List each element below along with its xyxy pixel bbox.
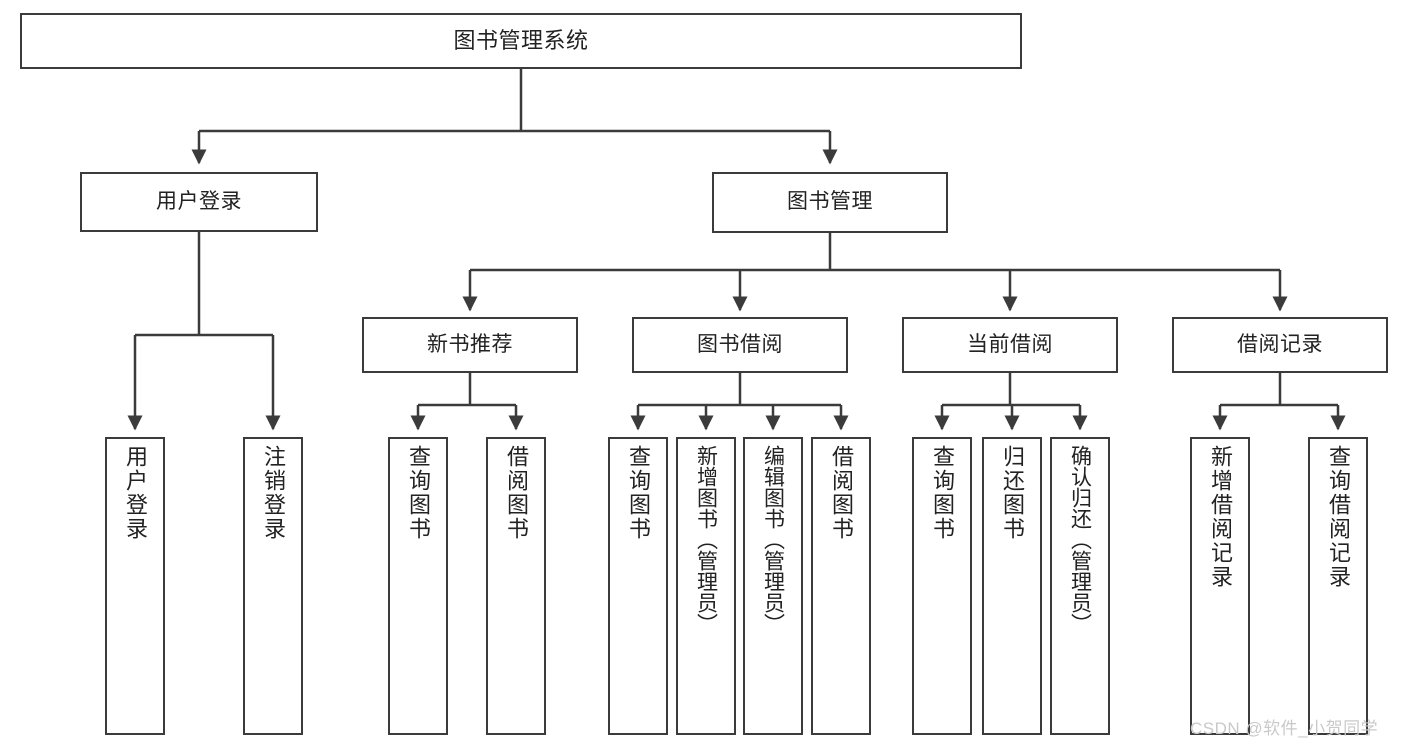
leaf-user-login[interactable]: 用户登录 xyxy=(105,437,165,735)
leaf-borrow-book-2[interactable]: 借阅图书 xyxy=(811,437,871,735)
leaf-borrow-book-1-label: 借阅图书 xyxy=(504,445,529,541)
leaf-add-book-label: 新增图书（管理员） xyxy=(694,445,718,634)
leaf-return-book[interactable]: 归还图书 xyxy=(982,437,1042,735)
node-user-login-label: 用户登录 xyxy=(156,189,242,213)
node-root[interactable]: 图书管理系统 xyxy=(20,13,1022,69)
leaf-return-book-label: 归还图书 xyxy=(1000,445,1025,541)
leaf-borrow-book-2-label: 借阅图书 xyxy=(829,445,854,541)
leaf-query-book-3[interactable]: 查询图书 xyxy=(912,437,972,735)
node-new-book-recommend-label: 新书推荐 xyxy=(427,332,513,356)
csdn-watermark: CSDN @软件_小贺同学 xyxy=(1190,719,1379,738)
node-book-borrow[interactable]: 图书借阅 xyxy=(632,317,848,373)
node-current-borrow-label: 当前借阅 xyxy=(967,332,1053,356)
leaf-query-book-1-label: 查询图书 xyxy=(406,445,431,541)
node-new-book-recommend[interactable]: 新书推荐 xyxy=(362,317,578,373)
node-current-borrow[interactable]: 当前借阅 xyxy=(902,317,1118,373)
node-book-borrow-label: 图书借阅 xyxy=(697,332,783,356)
node-book-manage-label: 图书管理 xyxy=(787,190,873,214)
leaf-edit-book[interactable]: 编辑图书（管理员） xyxy=(743,437,803,735)
node-borrow-record[interactable]: 借阅记录 xyxy=(1172,317,1388,373)
leaf-query-record-label: 查询借阅记录 xyxy=(1326,445,1351,589)
leaf-user-login-label: 用户登录 xyxy=(123,445,148,541)
leaf-confirm-return[interactable]: 确认归还（管理员） xyxy=(1050,437,1110,735)
node-root-label: 图书管理系统 xyxy=(453,28,589,54)
leaf-query-record[interactable]: 查询借阅记录 xyxy=(1308,437,1368,735)
leaf-add-record[interactable]: 新增借阅记录 xyxy=(1190,437,1250,735)
leaf-add-record-label: 新增借阅记录 xyxy=(1208,445,1233,589)
leaf-query-book-1[interactable]: 查询图书 xyxy=(388,437,448,735)
leaf-confirm-return-label: 确认归还（管理员） xyxy=(1068,445,1092,634)
leaf-add-book[interactable]: 新增图书（管理员） xyxy=(676,437,736,735)
leaf-logout-login-label: 注销登录 xyxy=(261,445,286,541)
leaf-edit-book-label: 编辑图书（管理员） xyxy=(761,445,785,634)
leaf-borrow-book-1[interactable]: 借阅图书 xyxy=(486,437,546,735)
node-book-manage[interactable]: 图书管理 xyxy=(712,172,948,233)
leaf-query-book-2-label: 查询图书 xyxy=(626,445,651,541)
leaf-logout-login[interactable]: 注销登录 xyxy=(243,437,303,735)
leaf-query-book-2[interactable]: 查询图书 xyxy=(608,437,668,735)
node-user-login[interactable]: 用户登录 xyxy=(80,172,318,232)
node-borrow-record-label: 借阅记录 xyxy=(1237,332,1323,356)
leaf-query-book-3-label: 查询图书 xyxy=(930,445,955,541)
